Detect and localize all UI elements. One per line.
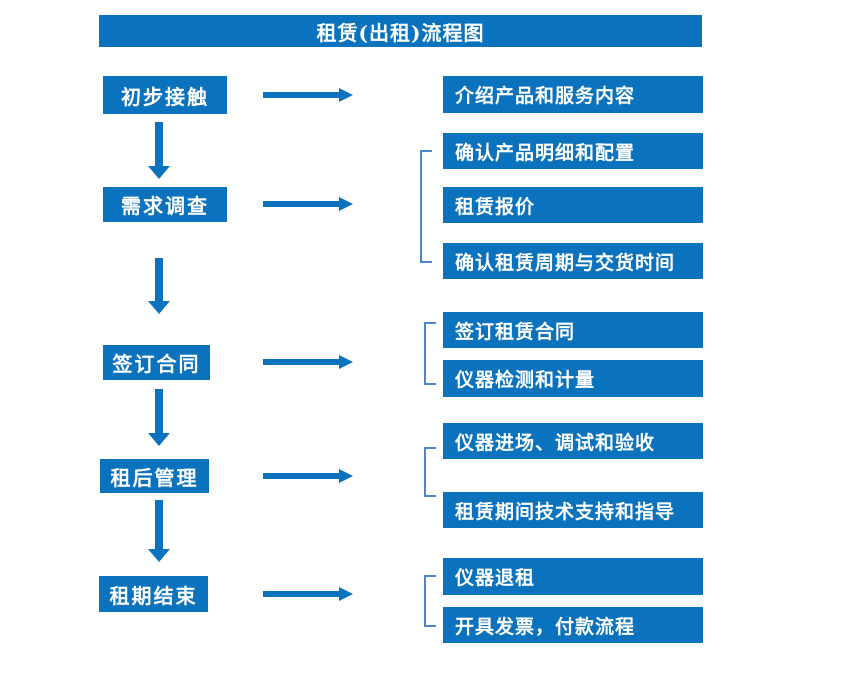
group-bracket: [420, 150, 432, 263]
output-box: 租赁报价: [443, 187, 703, 223]
right-arrow-icon: [263, 88, 353, 102]
output-box: 介绍产品和服务内容: [443, 76, 703, 113]
right-arrow-shaft: [263, 591, 341, 597]
right-arrow-head: [339, 587, 353, 601]
right-arrow-head: [339, 469, 353, 483]
output-box: 仪器检测和计量: [443, 360, 703, 397]
right-arrow-head: [339, 355, 353, 369]
stage-box-post-rental-management: 租后管理: [100, 459, 209, 493]
group-bracket: [424, 575, 436, 627]
down-arrow-head: [148, 549, 170, 562]
right-arrow-shaft: [263, 473, 341, 479]
output-box: 仪器退租: [443, 558, 703, 595]
down-arrow-head: [148, 301, 170, 314]
down-arrow-icon: [148, 258, 170, 314]
output-box: 确认产品明细和配置: [443, 133, 703, 169]
output-box: 租赁期间技术支持和指导: [443, 492, 703, 528]
group-bracket: [424, 322, 436, 385]
down-arrow-shaft: [155, 122, 163, 168]
output-box: 签订租赁合同: [443, 312, 703, 348]
down-arrow-shaft: [155, 389, 163, 435]
stage-box-rental-period-end: 租期结束: [99, 576, 208, 612]
down-arrow-icon: [148, 122, 170, 179]
right-arrow-shaft: [263, 359, 341, 365]
group-bracket: [424, 447, 436, 497]
down-arrow-head: [148, 433, 170, 446]
output-box: 确认租赁周期与交货时间: [443, 243, 703, 279]
stage-box-contract-signing: 签订合同: [103, 345, 210, 380]
right-arrow-icon: [263, 469, 353, 483]
right-arrow-icon: [263, 355, 353, 369]
down-arrow-shaft: [155, 500, 163, 551]
right-arrow-shaft: [263, 92, 341, 98]
down-arrow-shaft: [155, 258, 163, 303]
down-arrow-icon: [148, 500, 170, 562]
right-arrow-shaft: [263, 201, 341, 207]
output-box: 开具发票，付款流程: [443, 607, 703, 643]
right-arrow-icon: [263, 197, 353, 211]
right-arrow-head: [339, 197, 353, 211]
down-arrow-head: [148, 166, 170, 179]
right-arrow-icon: [263, 587, 353, 601]
flowchart-title: 租赁(出租)流程图: [99, 15, 702, 47]
stage-box-requirement-survey: 需求调查: [103, 187, 227, 222]
output-box: 仪器进场、调试和验收: [443, 423, 703, 459]
right-arrow-head: [339, 88, 353, 102]
stage-box-initial-contact: 初步接触: [103, 76, 227, 114]
down-arrow-icon: [148, 389, 170, 446]
